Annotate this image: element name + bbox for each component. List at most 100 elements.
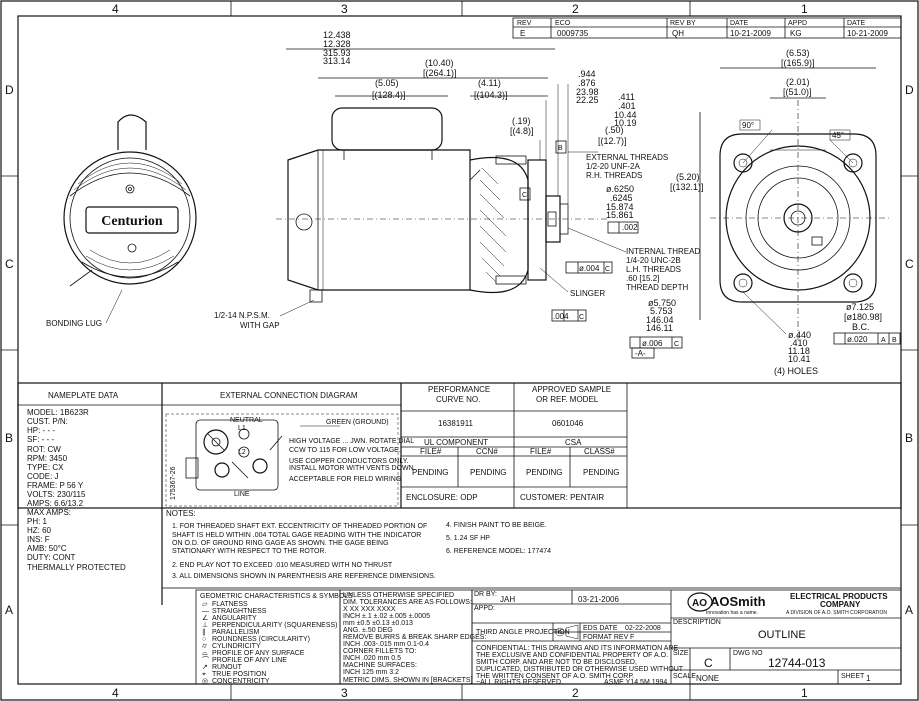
np-cust: CUST. P/N: [27,417,68,426]
bc-dia-1: ø7.125 [846,302,874,312]
perf-header-2: CURVE NO. [436,395,480,404]
tol-004-b: .004 [553,312,569,321]
svg-text:▱: ▱ [202,601,208,608]
dim-127: [(12.7)] [598,136,627,146]
note-3: 3. ALL DIMENSIONS SHOWN IN PARENTHESIS A… [172,573,436,580]
dim-510: [(51.0)] [783,87,812,97]
zone-row-a-right: A [905,603,913,617]
tol-line-11: MACHINE SURFACES: [343,662,417,669]
ul-ccn: CCN# [476,447,498,456]
dim-2641: [(264.1)] [423,68,457,78]
side-view: 1/2-14 N.P.S.M. WITH GAP C B 12.438 12.3… [214,30,700,330]
rev-value-rev: E [520,29,525,38]
shaft-dia-2: .6245 [610,193,633,203]
dwg-no-value: 12744-013 [768,656,826,670]
np-amps: AMPS: 6.6/13.2 [27,499,84,508]
conf-line-5: THE WRITTEN CONSENT OF A.O. SMITH CORP. [476,673,634,680]
np-maxamps: MAX AMPS: [27,508,71,517]
np-sf: SF: - - - [27,435,54,444]
dr-by-label: DR BY: [474,591,497,598]
gdt-roundness: ROUNDNESS (CIRCULARITY) [212,636,310,643]
zone-col-4-bottom: 4 [112,686,119,700]
zone-labels: 4 3 2 1 4 3 2 1 D C B A D C B A [5,2,914,700]
tol-004b-datum-c: C [579,314,584,321]
np-rot: ROT: CW [27,445,61,454]
ext-note-2: CCW TO 115 FOR LOW VOLTAGE. [289,447,401,454]
customer-label: CUSTOMER: PENTAIR [520,493,604,502]
tol-020: ø.020 [847,335,868,344]
ext-note-4: INSTALL MOTOR WITH VENTS DOWN. [289,465,416,472]
note-1c: ON O.D. OF GROUND RING GAGE AS SHOWN. TH… [172,540,389,547]
tol-002: .002 [622,223,638,232]
svg-text:AO: AO [692,598,707,609]
shaft-dia-4: 15.861 [606,210,634,220]
zone-row-c-right: C [905,257,914,271]
zone-row-b-right: B [905,431,913,445]
gdt-cylindricity: CYLINDRICITY [212,643,261,650]
ext-conn-code: 175367-26 [170,466,177,500]
projection-label: THIRD ANGLE PROJECTION [476,629,570,636]
hole-dia-4: 10.41 [788,354,811,364]
svg-text:↗: ↗ [202,664,208,671]
conf-line-4: DUPLICATED, DISTRIBUTED OR OTHERWISE USE… [476,666,684,673]
conf-line-2: THE EXCLUSIVE AND CONFIDENTIAL PROPERTY … [476,652,668,659]
ext-note-1: HIGH VOLTAGE ... JWN. ROTATE DIAL [289,438,414,445]
csa-file: FILE# [530,447,552,456]
tol-line-7: REMOVE BURRS & BREAK SHARP EDGES: [343,634,486,641]
note-6: 6. REFERENCE MODEL: 177474 [446,548,551,555]
dim-411b: .411 [618,92,635,102]
inner-border [17,15,902,685]
zone-col-4-top: 4 [112,2,119,16]
appd-label: APPD: [474,605,495,612]
notes-section: NOTES: 1. FOR THREADED SHAFT EXT. ECCENT… [161,507,902,589]
dim-overall-2: 12.328 [323,39,351,49]
bc-dia-3: B.C. [852,322,870,332]
rev-value-date2: 10-21-2009 [847,29,888,38]
dim-876: .876 [578,78,596,88]
approved-header-1: APPROVED SAMPLE [532,385,611,394]
dim-48: [(4.8)] [510,126,534,136]
int-thread-4: .60 [15.2] [626,274,659,283]
rev-header-appd: APPD [788,20,807,27]
np-thermal: THERMALLY PROTECTED [27,563,126,572]
notes-title: NOTES: [166,509,196,518]
int-thread-1: INTERNAL THREAD [626,247,700,256]
np-type: TYPE: CX [27,463,64,472]
tol-line-2: DIM. TOLERANCES ARE AS FOLLOWS: [343,599,472,606]
gdt-legend: GEOMETRIC CHARACTERISTICS & SYMBOLS ▱FLA… [195,589,353,685]
hole-dia-2: .410 [790,338,808,348]
tol-004-a: ø.004 [579,264,600,273]
tol-006: ø.006 [642,339,663,348]
hole-dia-1: ø.440 [788,330,811,340]
datum-c-side: C [522,192,527,199]
zone-col-1-top: 1 [801,2,808,16]
bonding-lug-label: BONDING LUG [46,319,102,328]
dim-520: (5.20) [676,172,700,182]
enclosure-label: ENCLOSURE: ODP [406,493,478,502]
np-amb: AMB: 50°C [27,544,67,553]
format-rev-value: F [630,634,634,641]
size-label: SIZE [673,650,689,657]
tol-line-10: INCH .020 mm 0.5 [343,655,401,662]
zone-row-d-right: D [905,83,914,97]
conf-line-1: CONFIDENTIAL: THIS DRAWING AND ITS INFOR… [476,645,678,652]
bc-dia-2: [ø180.98] [844,312,882,322]
rev-header-revby: REV BY [670,20,696,27]
dwg-no-label: DWG NO [733,650,763,657]
ext-conn-title: EXTERNAL CONNECTION DIAGRAM [220,391,358,400]
zone-row-b-left: B [5,431,13,445]
svg-text:⌭: ⌭ [202,643,207,650]
note-5: 5. 1.24 SF HP [446,535,490,542]
pilot-dia-2: 5.753 [650,306,673,316]
svg-text:⊥: ⊥ [202,622,208,629]
dim-1044: 10.44 [614,110,637,120]
ext-threads-1: EXTERNAL THREADS [586,153,668,162]
gdt-perpendicularity: PERPENDICULARITY (SQUARENESS) [212,622,338,629]
scale-label: SCALE [673,673,696,680]
dim-1019: 10.19 [614,118,637,128]
dim-653: (6.53) [786,48,810,58]
csa-class: CLASS# [584,447,615,456]
dim-201: (2.01) [786,77,810,87]
gdt-straightness: STRAIGHTNESS [212,608,267,615]
tol-020-datum-a: A [881,337,886,344]
